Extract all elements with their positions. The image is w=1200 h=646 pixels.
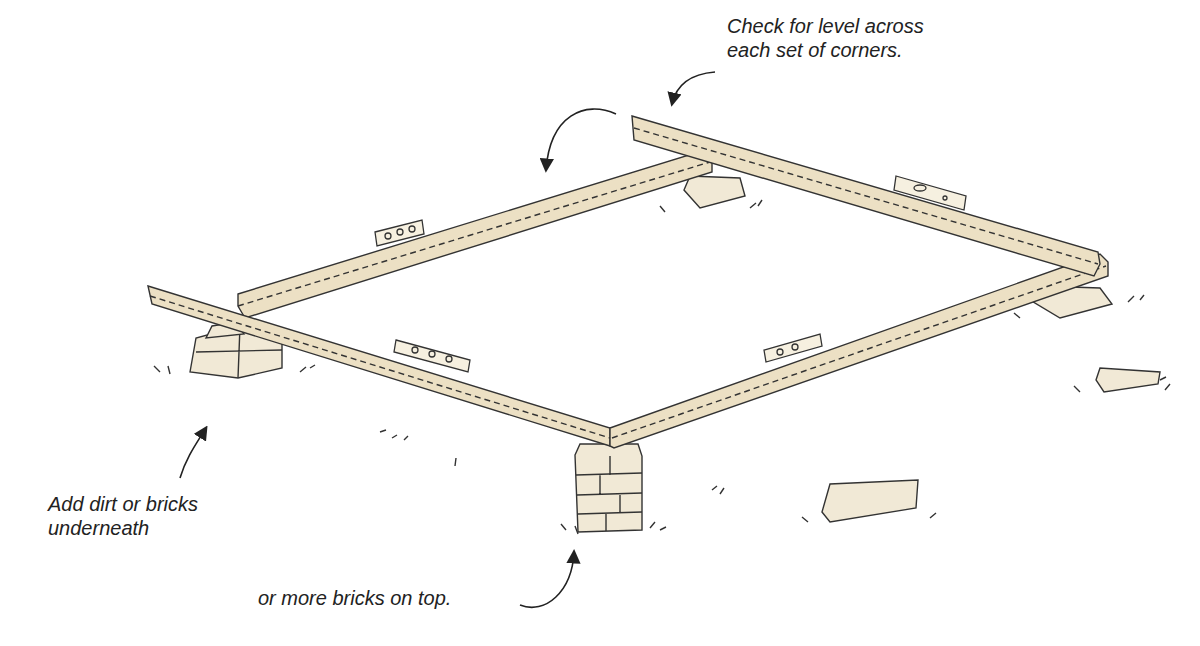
pointer-arrows — [180, 72, 715, 607]
boards — [148, 116, 1108, 448]
annotation-note: Check for level across each set of corne… — [727, 14, 967, 62]
annotation-note: Add dirt or bricks underneath — [48, 492, 248, 540]
annotation-note: or more bricks on top. — [258, 586, 451, 610]
spirit-levels — [375, 176, 966, 372]
